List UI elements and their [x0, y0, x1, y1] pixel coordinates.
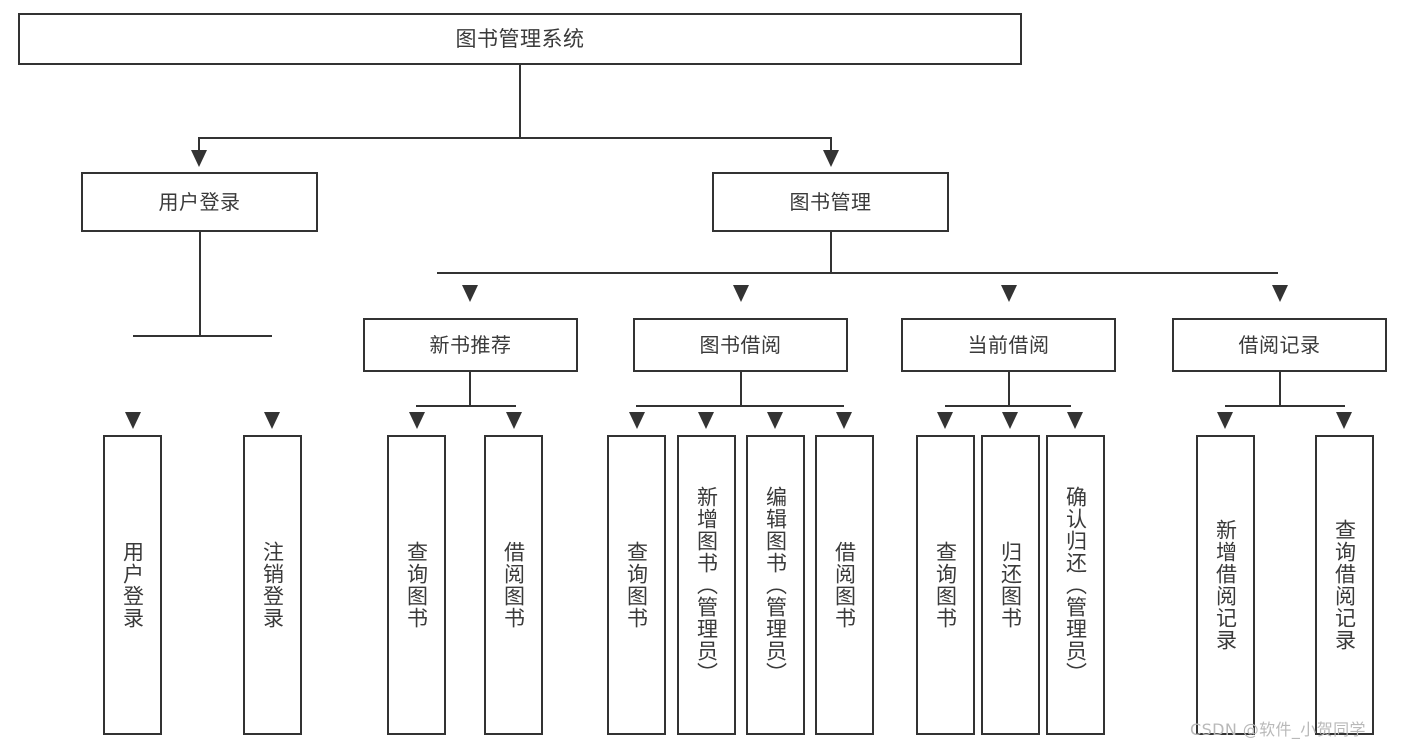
- arrow-to-leaf-query-book-3: [937, 412, 953, 429]
- node-leaf-3[interactable]: 借阅图书: [484, 435, 543, 735]
- node-leaf-9[interactable]: 归还图书: [981, 435, 1040, 735]
- node-leaf-11[interactable]: 新增借阅记录: [1196, 435, 1255, 735]
- arrow-to-leaf-logout: [264, 412, 280, 429]
- node-level2-2-label: 当前借阅: [967, 332, 1050, 357]
- arrow-to-new-book-recommend: [462, 285, 478, 302]
- node-level1-0-label: 用户登录: [158, 189, 241, 214]
- connector-root-bus: [198, 137, 831, 140]
- node-leaf-11-label: 新增借阅记录: [1213, 519, 1238, 651]
- arrow-to-book-management: [823, 150, 839, 167]
- connector-login-bus: [133, 335, 272, 338]
- arrow-to-leaf-borrow-book-1: [506, 412, 522, 429]
- node-level2-3-label: 借阅记录: [1238, 332, 1321, 357]
- node-leaf-0[interactable]: 用户登录: [103, 435, 162, 735]
- node-level1-1[interactable]: 图书管理: [712, 172, 949, 232]
- node-leaf-10-label: 确认归还（管理员）: [1063, 486, 1088, 684]
- node-level2-0-label: 新书推荐: [429, 332, 512, 357]
- arrow-to-leaf-query-book-1: [409, 412, 425, 429]
- connector-record-stem: [1279, 372, 1282, 405]
- node-level2-2[interactable]: 当前借阅: [901, 318, 1116, 372]
- node-leaf-7-label: 借阅图书: [832, 541, 857, 629]
- node-leaf-1[interactable]: 注销登录: [243, 435, 302, 735]
- node-leaf-10[interactable]: 确认归还（管理员）: [1046, 435, 1105, 735]
- node-leaf-2-label: 查询图书: [404, 541, 429, 629]
- node-level1-1-label: 图书管理: [789, 189, 872, 214]
- node-leaf-0-label: 用户登录: [120, 541, 145, 629]
- arrow-to-leaf-query-book-2: [629, 412, 645, 429]
- node-root-system[interactable]: 图书管理系统: [18, 13, 1022, 65]
- arrow-to-borrow-record: [1272, 285, 1288, 302]
- node-leaf-12-label: 查询借阅记录: [1332, 519, 1357, 651]
- connector-root-drop-left: [198, 137, 201, 155]
- node-level2-3[interactable]: 借阅记录: [1172, 318, 1387, 372]
- connector-record-bus: [1225, 405, 1345, 408]
- connector-current-bus: [945, 405, 1071, 408]
- connector-login-stem: [199, 232, 202, 335]
- arrow-to-leaf-query-record: [1336, 412, 1352, 429]
- node-level1-0[interactable]: 用户登录: [81, 172, 318, 232]
- arrow-to-leaf-edit-book: [767, 412, 783, 429]
- node-leaf-1-label: 注销登录: [260, 541, 285, 629]
- node-level2-0[interactable]: 新书推荐: [363, 318, 578, 372]
- arrow-to-current-borrow: [1001, 285, 1017, 302]
- arrow-to-book-borrow: [733, 285, 749, 302]
- connector-newbook-bus: [416, 405, 516, 408]
- arrow-to-leaf-borrow-book-2: [836, 412, 852, 429]
- node-leaf-4-label: 查询图书: [624, 541, 649, 629]
- arrow-to-leaf-return-book: [1002, 412, 1018, 429]
- connector-root-stem: [519, 65, 522, 137]
- node-leaf-6[interactable]: 编辑图书（管理员）: [746, 435, 805, 735]
- arrow-to-leaf-add-record: [1217, 412, 1233, 429]
- connector-borrow-stem: [740, 372, 743, 405]
- node-root-system-label: 图书管理系统: [455, 26, 585, 51]
- node-leaf-8-label: 查询图书: [933, 541, 958, 629]
- connector-root-drop-right: [830, 137, 833, 155]
- node-leaf-4[interactable]: 查询图书: [607, 435, 666, 735]
- arrow-to-user-login: [191, 150, 207, 167]
- node-leaf-3-label: 借阅图书: [501, 541, 526, 629]
- node-leaf-6-label: 编辑图书（管理员）: [763, 486, 788, 684]
- csdn-watermark: CSDN @软件_小贺同学: [1190, 720, 1366, 739]
- node-leaf-5-label: 新增图书（管理员）: [694, 486, 719, 684]
- connector-newbook-stem: [469, 372, 472, 405]
- node-level2-1[interactable]: 图书借阅: [633, 318, 848, 372]
- arrow-to-leaf-confirm-return: [1067, 412, 1083, 429]
- node-leaf-2[interactable]: 查询图书: [387, 435, 446, 735]
- arrow-to-leaf-add-book: [698, 412, 714, 429]
- node-leaf-8[interactable]: 查询图书: [916, 435, 975, 735]
- node-leaf-12[interactable]: 查询借阅记录: [1315, 435, 1374, 735]
- connector-mgmt-bus: [437, 272, 1278, 275]
- connector-mgmt-stem: [830, 232, 833, 272]
- connector-borrow-bus: [636, 405, 844, 408]
- node-leaf-5[interactable]: 新增图书（管理员）: [677, 435, 736, 735]
- node-leaf-7[interactable]: 借阅图书: [815, 435, 874, 735]
- node-level2-1-label: 图书借阅: [699, 332, 782, 357]
- connector-current-stem: [1008, 372, 1011, 405]
- arrow-to-leaf-user-login: [125, 412, 141, 429]
- node-leaf-9-label: 归还图书: [998, 541, 1023, 629]
